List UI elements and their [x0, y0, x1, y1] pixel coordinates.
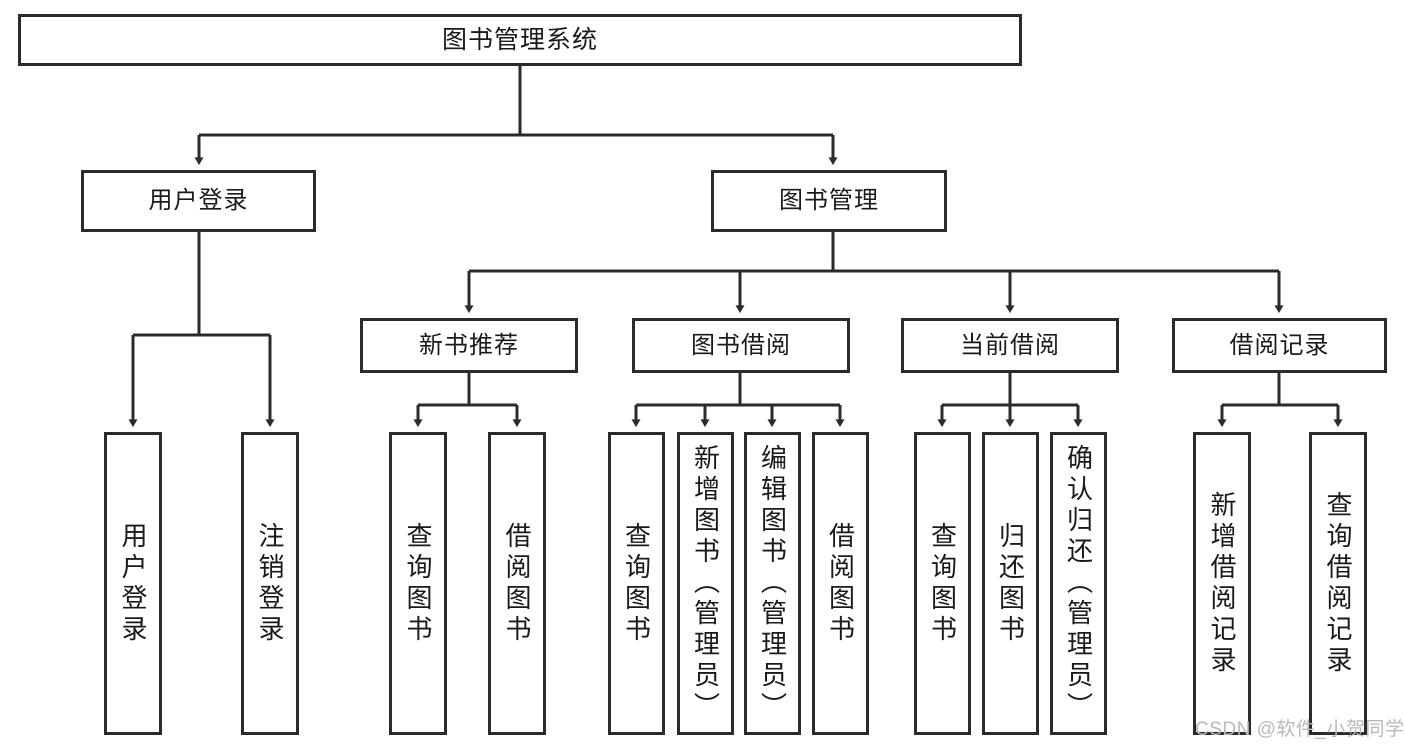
watermark-text: CSDN @软件_小贺同学 — [1195, 719, 1405, 740]
node-book-borrow[interactable]: 图书借阅 — [632, 318, 850, 373]
node-label: 当前借阅 — [960, 331, 1060, 359]
node-leaf-edit-book[interactable]: 编辑图书（管理员） — [744, 432, 801, 735]
node-user-login[interactable]: 用户登录 — [81, 170, 316, 232]
node-leaf-borrow-book-1[interactable]: 借阅图书 — [488, 432, 546, 735]
node-label: 图书管理 — [779, 187, 879, 215]
node-label: 新增图书（管理员） — [690, 444, 721, 723]
node-label: 新书推荐 — [419, 331, 519, 359]
node-label: 新增借阅记录 — [1207, 490, 1237, 677]
node-label: 查询图书 — [621, 521, 652, 646]
node-current-borrow[interactable]: 当前借阅 — [901, 318, 1119, 373]
node-leaf-query-book-2[interactable]: 查询图书 — [608, 432, 665, 735]
node-label: 借阅图书 — [502, 521, 532, 646]
node-label: 用户登录 — [148, 187, 249, 215]
node-label: 查询借阅记录 — [1323, 490, 1353, 677]
node-leaf-user-login[interactable]: 用户登录 — [104, 432, 162, 735]
node-label: 查询图书 — [403, 521, 433, 646]
node-leaf-query-record[interactable]: 查询借阅记录 — [1309, 432, 1367, 735]
node-leaf-add-book[interactable]: 新增图书（管理员） — [677, 432, 734, 735]
node-label: 归还图书 — [995, 521, 1026, 646]
node-leaf-query-book-3[interactable]: 查询图书 — [914, 432, 971, 735]
node-leaf-borrow-book-2[interactable]: 借阅图书 — [812, 432, 869, 735]
node-leaf-return-book[interactable]: 归还图书 — [982, 432, 1039, 735]
node-leaf-query-book-1[interactable]: 查询图书 — [389, 432, 447, 735]
node-label: 编辑图书（管理员） — [757, 444, 788, 723]
node-new-book-recommend[interactable]: 新书推荐 — [360, 318, 578, 373]
node-label: 用户登录 — [118, 521, 148, 646]
node-label: 查询图书 — [927, 521, 958, 646]
node-leaf-add-record[interactable]: 新增借阅记录 — [1193, 432, 1251, 735]
node-leaf-logout-login[interactable]: 注销登录 — [241, 432, 299, 735]
node-borrow-record[interactable]: 借阅记录 — [1172, 318, 1387, 373]
node-book-management[interactable]: 图书管理 — [711, 170, 947, 232]
node-label: 注销登录 — [255, 521, 285, 646]
node-root-book-management-system[interactable]: 图书管理系统 — [18, 14, 1022, 66]
node-label: 图书管理系统 — [441, 25, 598, 54]
node-label: 图书借阅 — [691, 331, 791, 359]
node-label: 确认归还（管理员） — [1063, 444, 1094, 723]
node-label: 借阅图书 — [825, 521, 856, 646]
node-leaf-confirm-return[interactable]: 确认归还（管理员） — [1050, 432, 1107, 735]
node-label: 借阅记录 — [1229, 331, 1330, 359]
